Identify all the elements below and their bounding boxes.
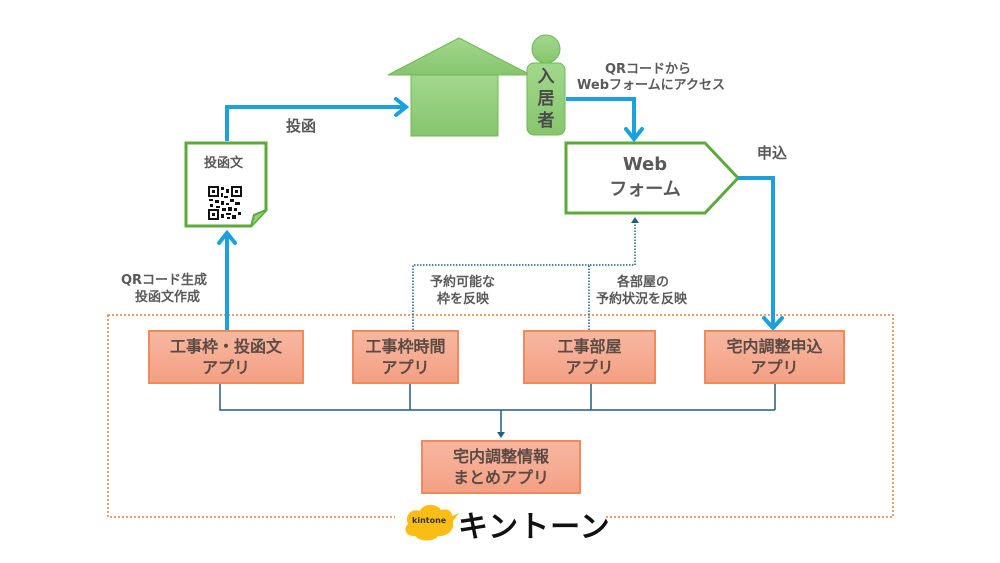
arrow-post	[225, 105, 407, 141]
label-post: 投函	[286, 117, 317, 135]
label-qr-generate-2: 投函文作成	[135, 290, 201, 305]
label-room-reflect-1: 各部屋の	[617, 275, 670, 290]
label-apply: 申込	[757, 144, 788, 162]
web-form-line1: Web	[622, 154, 668, 175]
house-icon	[387, 37, 532, 137]
app-line2: アプリ	[201, 358, 250, 377]
dotted-line-room-reflect	[588, 222, 636, 330]
app-line2: アプリ	[381, 358, 430, 377]
dotted-arrow-head	[631, 217, 639, 223]
web-form-line2: フォーム	[609, 179, 681, 200]
arrow-apply-head	[762, 316, 784, 331]
app-line1: 工事枠時間	[365, 337, 446, 356]
label-qr-access-2: Webフォームにアクセス	[577, 78, 725, 93]
label-slot-reflect-1: 予約可能な	[430, 275, 496, 290]
app-home-adjust-apply[interactable]: 宅内調整申込 アプリ	[704, 330, 845, 384]
web-form-label: Web フォーム	[585, 152, 705, 202]
notice-document	[184, 141, 268, 228]
label-room-reflect-2: 予約状況を反映	[596, 292, 688, 307]
resident-icon	[526, 34, 566, 136]
app-line1: 宅内調整申込	[726, 337, 823, 356]
app-line2: まとめアプリ	[452, 468, 549, 487]
arrow-post-head	[394, 97, 410, 117]
notice-title: 投函文	[204, 156, 244, 171]
arrow-qr-generate-head	[217, 229, 237, 245]
web-form-shape	[564, 141, 741, 215]
kintone-wordmark: キントーン	[458, 510, 611, 545]
app-line2: アプリ	[750, 358, 799, 377]
label-qr-generate-1: QRコード生成	[121, 273, 208, 288]
resident-label: 入 居 者	[536, 66, 556, 132]
kintone-logo-icon	[405, 504, 459, 541]
kintone-platform-frame	[107, 314, 894, 518]
app-line2: アプリ	[565, 358, 614, 377]
resident-char-2: 居	[537, 89, 555, 109]
app-construction-slot-notice[interactable]: 工事枠・投函文 アプリ	[148, 330, 304, 384]
label-slot-reflect-2: 枠を反映	[437, 292, 490, 307]
arrow-access	[566, 97, 636, 139]
kintone-badge-text: kintone	[412, 516, 447, 525]
app-construction-slot-time[interactable]: 工事枠時間 アプリ	[352, 330, 459, 384]
arrow-apply	[738, 176, 775, 328]
app-home-adjust-summary[interactable]: 宅内調整情報 まとめアプリ	[421, 440, 581, 494]
app-line1: 宅内調整情報	[452, 447, 549, 466]
resident-char-3: 者	[537, 111, 555, 131]
app-construction-room[interactable]: 工事部屋 アプリ	[523, 330, 656, 384]
dotted-line-slot-reflect	[412, 264, 589, 330]
arrow-access-head	[624, 127, 644, 143]
app-line1: 工事部屋	[557, 337, 622, 356]
resident-char-1: 入	[537, 67, 555, 87]
qr-code-icon	[208, 186, 242, 220]
app-line1: 工事枠・投函文	[169, 337, 282, 356]
summary-bus-line	[219, 384, 776, 434]
label-qr-access-1: QRコードから	[605, 62, 692, 77]
summary-bus-arrow-head	[497, 432, 505, 438]
